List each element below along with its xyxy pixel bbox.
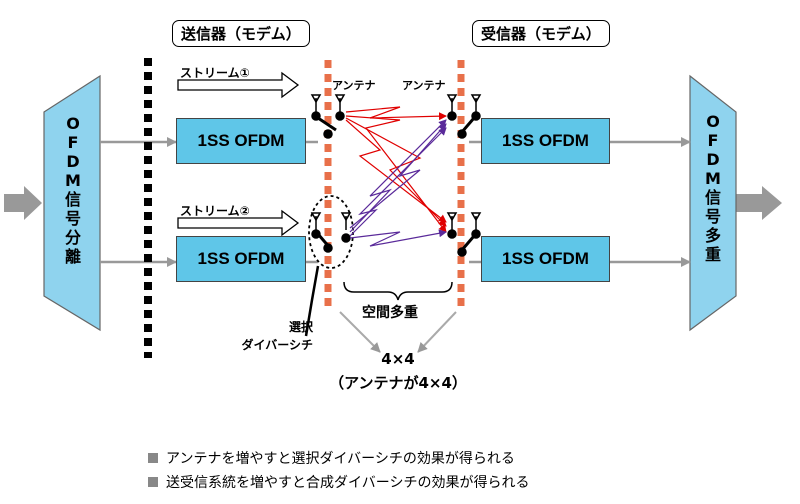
splitter-label-char: 分: [64, 228, 81, 247]
stream2-arrow: [177, 209, 300, 237]
note-1-text: アンテナを増やすと選択ダイバーシチの効果が得られる: [166, 451, 515, 467]
splitter-label-char: M: [65, 171, 81, 190]
rx-antenna-switch-2: [446, 212, 482, 257]
tx-antenna-switch-2: [310, 212, 352, 253]
combiner-label-char: M: [705, 169, 721, 188]
mimo-label-line2: （アンテナが4×4）: [329, 374, 467, 392]
combiner-label-char: O: [706, 112, 720, 131]
stream1-label: ストリーム①: [180, 66, 250, 80]
tx-antenna-switch-1: [310, 94, 346, 139]
combiner-label-char: 重: [704, 245, 721, 264]
spatial-mux-label: 空間多重: [362, 305, 418, 321]
output-arrow: [736, 186, 782, 220]
stream2-label: ストリーム②: [180, 204, 250, 218]
splitter-shape: [43, 74, 101, 332]
note-1: アンテナを増やすと選択ダイバーシチの効果が得られる: [148, 448, 515, 468]
tx-ofdm-block-1: 1SS OFDM: [176, 118, 306, 164]
selection-label-line1: 選択: [288, 320, 313, 334]
note-2-text: 送受信系統を増やすと合成ダイバーシチの効果が得られる: [166, 475, 530, 491]
splitter-label-char: O: [66, 114, 80, 133]
rx-ofdm-block-2: 1SS OFDM: [481, 236, 610, 282]
selection-label-line2: ダイバーシチ: [241, 338, 313, 352]
bullet-square-icon: [148, 453, 158, 463]
spatial-mux-brace: [343, 281, 453, 301]
combiner-label-char: 多: [704, 226, 721, 245]
splitter-label-char: F: [67, 133, 79, 152]
receiver-header: 受信器（モデム）: [472, 20, 610, 47]
bullet-square-icon: [148, 477, 158, 487]
combiner-shape: [689, 74, 737, 332]
splitter-label-char: 信: [64, 190, 81, 209]
mimo-label-line1: 4×4: [381, 350, 415, 368]
splitter-label-char: D: [66, 152, 80, 171]
stream1-arrow: [177, 71, 300, 99]
selection-pointer: [304, 265, 320, 337]
combiner-label-char: 信: [704, 188, 721, 207]
splitter-label-char: 離: [64, 247, 81, 266]
rx-ofdm-block-1: 1SS OFDM: [481, 118, 610, 164]
rx-antenna-switch-1: [446, 94, 482, 139]
splitter-label-char: 号: [64, 209, 81, 228]
combiner-label-char: F: [707, 131, 719, 150]
red-signals: [345, 106, 447, 233]
tx-ofdm-block-2: 1SS OFDM: [176, 236, 306, 282]
note-2: 送受信系統を増やすと合成ダイバーシチの効果が得られる: [148, 472, 529, 492]
tx-antenna-label: アンテナ: [332, 79, 376, 92]
combiner-label-char: 号: [704, 207, 721, 226]
combiner-label-char: D: [706, 150, 720, 169]
selection-ellipse: [308, 195, 354, 269]
rx-antenna-label: アンテナ: [402, 79, 446, 92]
purple-signals: [349, 119, 447, 247]
transmitter-header: 送信器（モデム）: [172, 20, 310, 47]
input-arrow: [4, 186, 42, 220]
